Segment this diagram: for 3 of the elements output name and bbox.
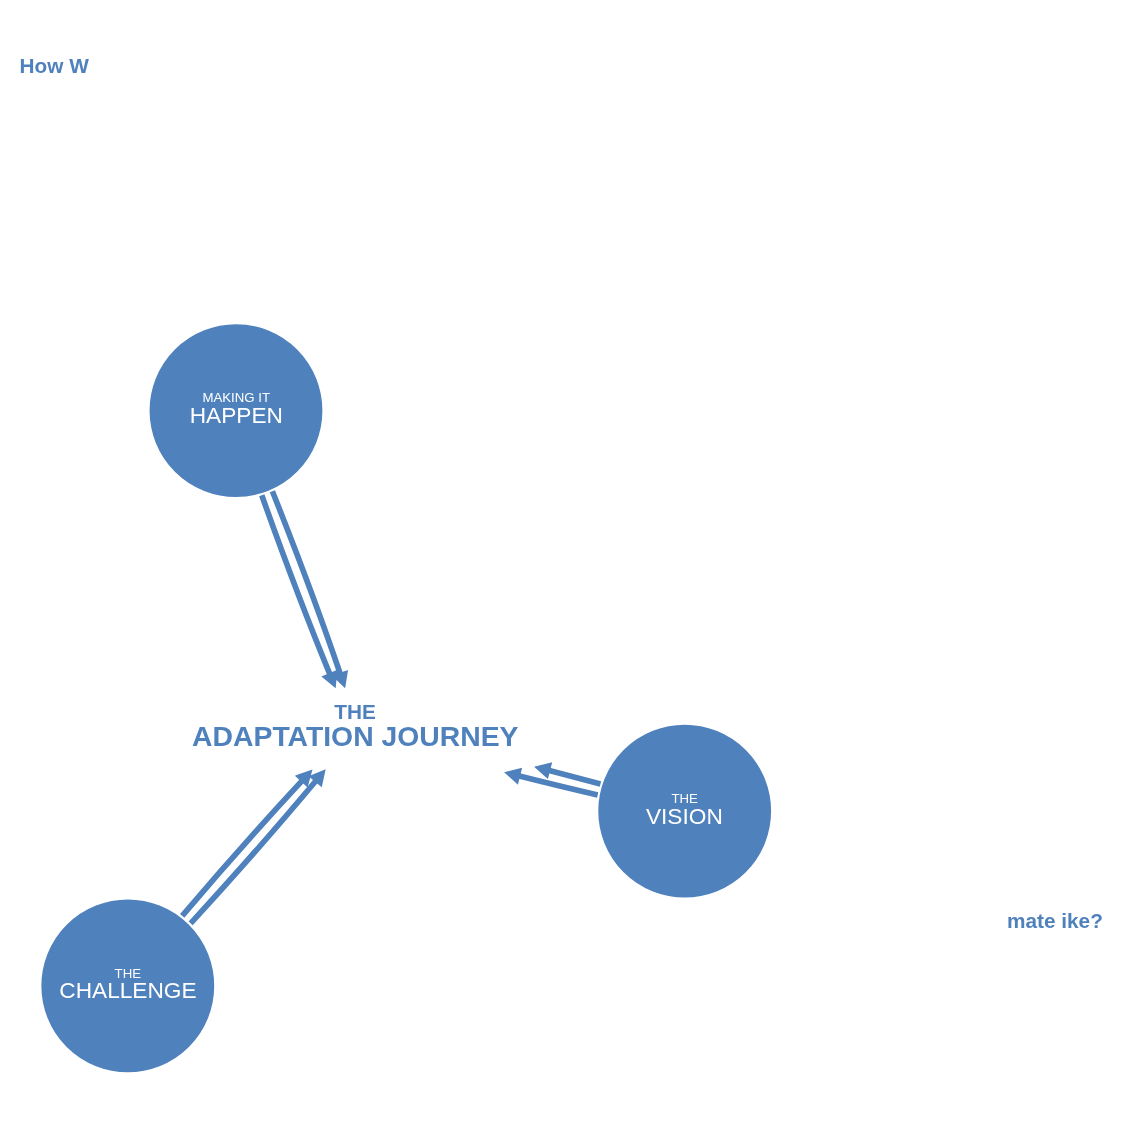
label: mate ike? [1007, 908, 1103, 932]
node-text: THE ADAPTATION JOURNEY [192, 699, 519, 752]
label: How W [19, 53, 89, 77]
